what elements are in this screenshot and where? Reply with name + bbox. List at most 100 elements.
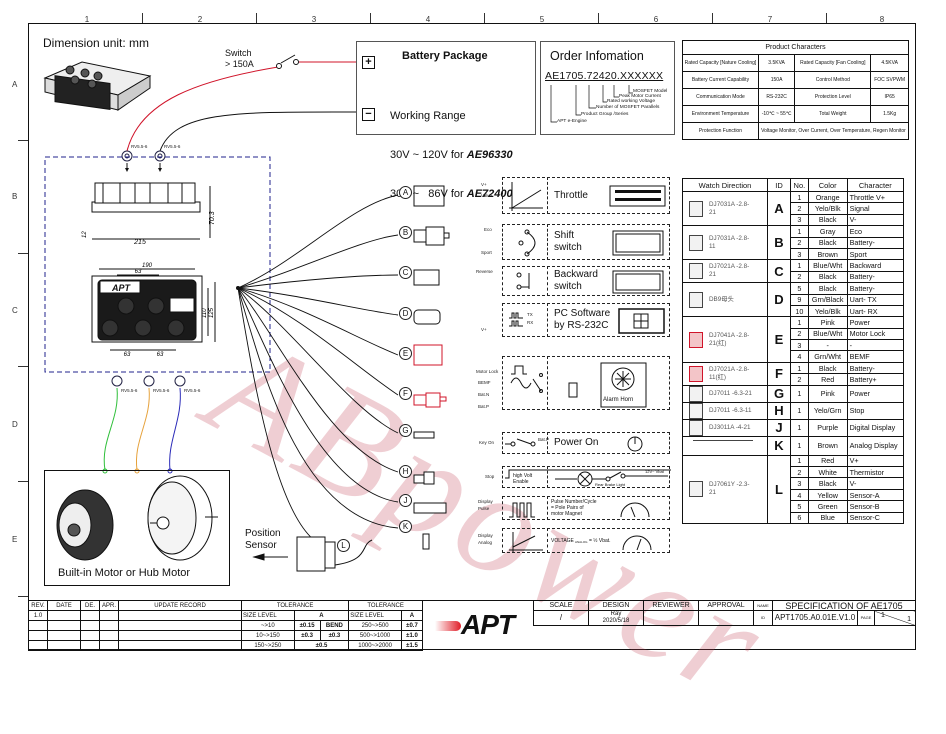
connector-icon — [689, 402, 703, 419]
connector-model: DJ7041A -2.8-21(红) — [709, 331, 750, 347]
motor-label: Built-in Motor or Hub Motor — [58, 567, 191, 579]
pin-label: Value — [481, 193, 493, 198]
page-indicator: 1 1 — [874, 610, 916, 626]
pulse-symbol — [509, 502, 650, 518]
connector-icon — [689, 385, 703, 402]
terminal-label: RV5.5-6 — [184, 388, 201, 393]
pin-number: 5 — [790, 500, 809, 513]
order-legend-item: APT e-Engine — [557, 119, 587, 124]
pin-function: Battery- — [846, 270, 905, 284]
connector-model: DJ7061Y -2.3-21 — [709, 481, 750, 497]
wire-color: Pink — [807, 316, 848, 329]
pin-number: 6 — [790, 511, 809, 525]
col-divider — [598, 13, 599, 23]
design-label: DESIGN — [588, 600, 644, 611]
pin-function: Sensor-B — [846, 500, 905, 513]
pin-number: 3 — [790, 213, 809, 227]
display-pulse-block: Pulse Number/Cycle = Pole Pairs of motor… — [502, 496, 670, 520]
connector-icon — [689, 200, 703, 217]
pin-function: Motor Lock — [846, 327, 905, 341]
connector-id-j: J — [399, 494, 412, 507]
pin-label: Bat.N — [478, 392, 490, 397]
pin-number: 10 — [790, 304, 809, 318]
col-divider — [712, 13, 713, 23]
connector-id: J — [767, 418, 791, 437]
row-letter: A — [12, 80, 18, 89]
col-divider — [142, 13, 143, 23]
connector-id: G — [767, 384, 791, 403]
pin-function: Battery- — [846, 236, 905, 249]
connector-id-g: G — [399, 424, 412, 437]
pc-value: FOC SVPWM — [870, 71, 909, 89]
apt-logo: APT — [461, 609, 515, 640]
tol-value: ±1.5 — [400, 640, 424, 651]
row-letter: D — [12, 420, 18, 429]
dim-width-top: 190 — [142, 263, 153, 269]
connector-model: DJ3011A -4-21 — [709, 423, 751, 431]
pc-label: Environment Temperature — [682, 105, 759, 123]
pin-function: Thermistor — [846, 466, 905, 479]
header-no: No. — [790, 178, 809, 192]
approval-label: APPROVAL — [698, 600, 754, 611]
connector-cell: DJ7011 -6.3-11 — [682, 401, 768, 420]
phase-terminals — [102, 375, 186, 474]
pulse-text: motor Magnet — [551, 511, 582, 517]
pin-label: Stop — [485, 474, 495, 479]
connector-model: DB9母头 — [709, 295, 734, 303]
connector-id-l: L — [337, 539, 350, 552]
tol-range: 250~>500 — [348, 620, 402, 631]
pin-number: 1 — [790, 225, 809, 238]
pin-number: 3 — [790, 247, 809, 261]
id-label: ID — [753, 610, 773, 626]
connector-id: E — [767, 316, 791, 363]
tol-grade: A — [400, 610, 424, 621]
wire-color: Grn/Black — [807, 293, 848, 306]
pc-label: Rated Capacity [Nature Cooling] — [682, 54, 759, 72]
pc-value: RS-232C — [757, 88, 796, 106]
wire-color: White — [807, 466, 848, 479]
tol-size: SIZE — [243, 612, 257, 619]
connector-cell: DJ7011 -6.3-21 — [682, 384, 768, 403]
position-sensor-line1: Position — [245, 528, 281, 539]
page-label: PAGE — [857, 610, 875, 626]
pin-label: V+ — [481, 327, 487, 332]
reviewer-label: REVIEWER — [643, 600, 699, 611]
pin-number: 3 — [790, 477, 809, 490]
throttle-label: Throttle — [554, 190, 588, 201]
header-color: Color — [807, 178, 848, 192]
pin-label: Display — [478, 533, 493, 538]
pc-label: Rated Capacity [Fan Cooling] — [794, 54, 872, 72]
wiring-diagram: 215 70.3 12 190 63 63 63 110 125 APT — [43, 54, 450, 572]
pin-label: Sport — [481, 250, 492, 255]
wire-color: Yellow — [807, 488, 848, 502]
pulse-text: = Pole Pairs of — [551, 505, 584, 511]
display-analog-block: VOLTAGE ANALOG = ½ Vbat. — [502, 528, 670, 553]
connector-model: DJ7011 -6.3-21 — [709, 389, 752, 397]
terminal-label: RV5.5-6 — [153, 388, 170, 393]
range-line-2: 30V ~ 86V for AE72400 — [390, 188, 513, 201]
working-range-label: Working Range — [390, 110, 466, 122]
pc-value: -10℃ ~ 55℃ — [757, 105, 796, 123]
gauge-icon — [622, 535, 652, 551]
col-number: 4 — [425, 15, 431, 24]
working-range: Working Range 30V ~ 120V for AE96330 30V… — [390, 84, 513, 227]
wire-color: Green — [807, 500, 848, 513]
dimension-unit-label: Dimension unit: mm — [43, 36, 150, 50]
battery-terminals — [121, 150, 166, 172]
pc-value: IP65 — [870, 88, 909, 106]
divider — [547, 466, 548, 488]
connector-cell: DJ7061Y -2.3-21 — [682, 454, 768, 524]
battery-title: Battery Package — [402, 50, 488, 62]
connector-model: DJ7021A -2.8-11(红) — [709, 365, 750, 381]
